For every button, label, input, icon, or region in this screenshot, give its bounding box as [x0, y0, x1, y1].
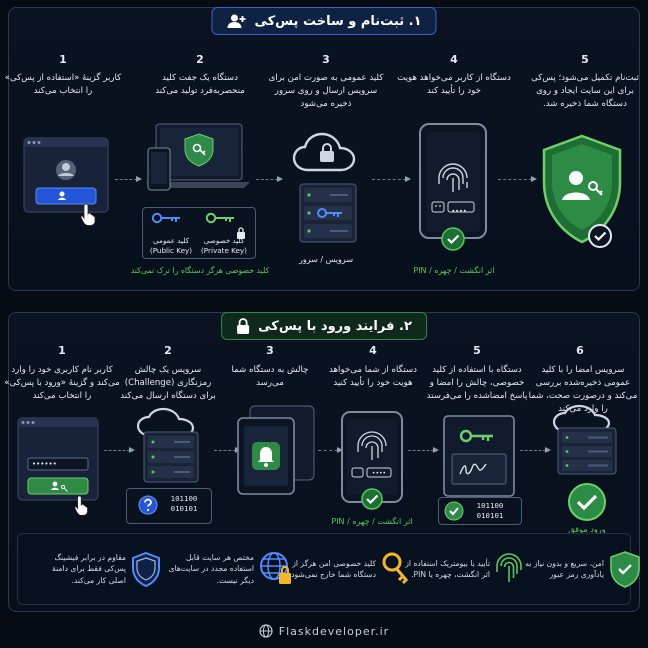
feature-item: تأیید با بیومتریک استفاده از اثر انگشت، …	[398, 535, 523, 603]
cloud-server-illustration	[136, 407, 199, 483]
globe-lock-icon	[260, 552, 291, 584]
success-shield-illustration	[542, 134, 622, 248]
question-icon	[138, 495, 158, 515]
login-step-5-text: دستگاه با استفاده از کلید خصوصی، چالش را…	[426, 365, 528, 401]
registration-title-text: ۱. ثبت‌نام و ساخت پس‌کی	[254, 13, 422, 29]
lock-icon	[237, 227, 245, 239]
flow-arrow	[115, 175, 142, 182]
pin-dots: ••••	[451, 207, 467, 215]
flow-arrow	[372, 175, 411, 182]
website-url[interactable]: Flaskdeveloper.ir	[278, 624, 390, 638]
login-step-3-badge: 3	[266, 343, 274, 357]
step-1-text: کاربر گزینهٔ «استفاده از پس‌کی» را انتخا…	[4, 73, 122, 96]
login-title: ۲. فرایند ورود با پس‌کی	[221, 312, 427, 340]
flow-arrow	[408, 446, 439, 453]
step-4-badge: 4	[450, 52, 458, 66]
hand-cursor-icon	[80, 203, 96, 226]
feature-item: مقاوم در برابر فیشینگ پس‌کی فقط برای دام…	[34, 535, 161, 603]
login-step-6-text: سرویس امضا را با کلید عمومی ذخیره‌شده بر…	[528, 365, 638, 414]
fingerprint-icon	[496, 553, 522, 582]
login-step-1-text: کاربر نام کاربری خود را وارد می‌کند و گز…	[4, 365, 120, 401]
verify-caption: اثر انگشت / چهره / PIN	[413, 266, 495, 275]
check-circle-icon	[444, 501, 464, 521]
shield-icon	[132, 551, 160, 588]
flow-arrow	[104, 446, 135, 453]
laptop-phone-illustration	[146, 123, 250, 191]
shield-check-icon	[610, 551, 640, 588]
step-5-badge: 5	[581, 52, 589, 66]
verify-caption: اثر انگشت / چهره / PIN	[331, 517, 413, 526]
website-footer: Flaskdeveloper.ir	[0, 624, 648, 638]
success-caption: ورود موفق	[568, 524, 606, 534]
flow-arrow	[318, 446, 343, 453]
features-bar	[17, 533, 631, 605]
step-3-text: کلید عمومی به صورت امن برای سرویس ارسال …	[268, 73, 384, 109]
server-success-illustration	[552, 404, 617, 521]
add-user-icon	[227, 14, 246, 28]
hand-cursor-icon	[74, 495, 88, 516]
login-step-4-badge: 4	[369, 343, 377, 357]
step-1-badge: 1	[59, 52, 67, 66]
flow-arrow	[214, 446, 241, 453]
login-step-4-text: دستگاه از شما می‌خواهد هویت خود را تأیید…	[329, 365, 417, 388]
step-2-text: دستگاه یک جفت کلید منحصربه‌فرد تولید می‌…	[155, 73, 245, 96]
login-step-1-badge: 1	[58, 343, 66, 357]
step-3-badge: 3	[322, 52, 330, 66]
lock-icon	[237, 318, 250, 334]
globe-icon	[259, 624, 273, 638]
flow-arrow	[498, 175, 537, 182]
login-step-2-text: سرویس یک چالش رمزنگاری (Challenge) برای …	[120, 365, 216, 401]
public-key-icon	[151, 212, 180, 224]
cloud-server-illustration	[292, 132, 357, 243]
feature-text: مختص هر سایت قابل استفاده مجدد در سایت‌ه…	[168, 552, 254, 585]
login-step-3-text: چالش به دستگاه شما می‌رسد	[231, 365, 309, 388]
feature-text: امن، سریع و بدون نیاز به یادآوری رمز عبو…	[525, 558, 604, 580]
feature-text: تأیید با بیومتریک استفاده از اثر انگشت، …	[405, 558, 490, 580]
login-form-illustration	[17, 417, 99, 501]
registration-title: ۱. ثبت‌نام و ساخت پس‌کی	[211, 7, 437, 35]
password-field: ••••••	[32, 460, 57, 468]
private-key-note: کلید خصوصی هرگز دستگاه را ترک نمی‌کند	[130, 266, 270, 275]
pin-dots: ••••	[371, 470, 387, 477]
private-key-label: کلید خصوصی(Private Key)	[201, 236, 247, 255]
login-step-5-badge: 5	[473, 343, 481, 357]
sign-document-illustration	[443, 415, 515, 497]
login-title-text: ۲. فرایند ورود با پس‌کی	[258, 318, 412, 334]
feature-item: کلید خصوصی امن هرگز از دستگاه شما خارج ن…	[284, 535, 411, 603]
key-icon	[382, 552, 409, 585]
step-2-badge: 2	[196, 52, 204, 66]
feature-item: امن، سریع و بدون نیاز به یادآوری رمز عبو…	[512, 535, 641, 603]
step-4-text: دستگاه از کاربر می‌خواهد هویت خود را تأی…	[397, 73, 511, 96]
server-caption: سرویس / سرور	[298, 255, 354, 264]
login-window-illustration	[23, 137, 109, 213]
device-notification-illustration	[237, 405, 315, 495]
feature-text: کلید خصوصی امن هرگز از دستگاه شما خارج ن…	[288, 558, 376, 580]
feature-text: مقاوم در برابر فیشینگ پس‌کی فقط برای دام…	[52, 552, 126, 585]
flow-arrow	[520, 446, 551, 453]
login-step-6-badge: 6	[576, 343, 584, 357]
feature-item: مختص هر سایت قابل استفاده مجدد در سایت‌ه…	[162, 535, 293, 603]
phone-fingerprint-illustration	[341, 411, 403, 510]
step-5-text: ثبت‌نام تکمیل می‌شود؛ پس‌کی برای این سای…	[531, 73, 639, 109]
phone-fingerprint-illustration	[419, 123, 487, 251]
public-key-label: کلید عمومی(Public Key)	[149, 236, 193, 255]
private-key-icon	[205, 212, 234, 224]
flow-arrow	[256, 175, 283, 182]
login-step-2-badge: 2	[164, 343, 172, 357]
